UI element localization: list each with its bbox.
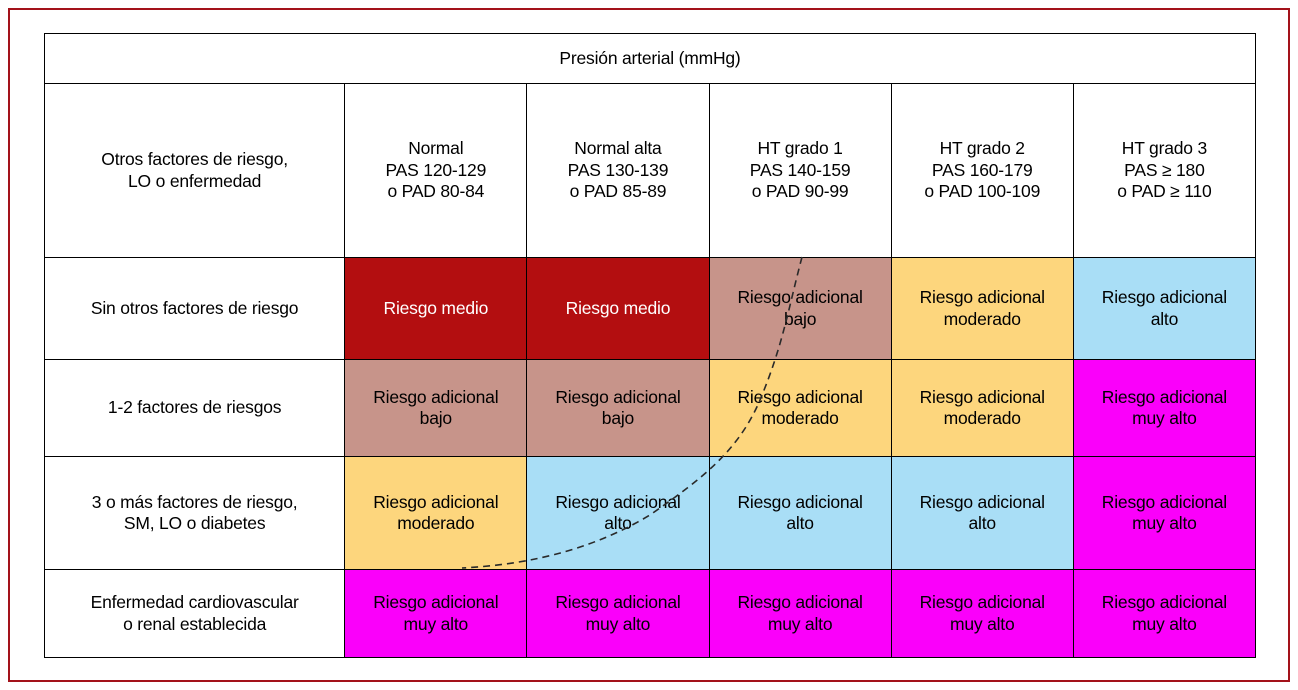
risk-cell: Riesgo adicional alto (1072, 257, 1257, 360)
row-label: 3 o más factores de riesgo, SM, LO o dia… (43, 456, 346, 570)
row-label: Enfermedad cardiovascular o renal establ… (43, 569, 346, 658)
risk-cell: Riesgo adicional moderado (344, 456, 528, 570)
risk-cell: Riesgo adicional muy alto (1072, 456, 1257, 570)
table-row: 3 o más factores de riesgo, SM, LO o dia… (43, 456, 1257, 570)
col-header-ht-grado-3: HT grado 3 PAS ≥ 180 o PAD ≥ 110 (1072, 83, 1257, 258)
risk-cell: Riesgo adicional muy alto (526, 569, 710, 658)
table-title: Presión arterial (mmHg) (44, 33, 1256, 84)
risk-table: Presión arterial (mmHg) Otros factores d… (43, 33, 1257, 658)
risk-cell: Riesgo adicional muy alto (344, 569, 528, 658)
risk-cell: Riesgo adicional alto (890, 456, 1074, 570)
risk-cell: Riesgo adicional bajo (344, 359, 528, 457)
corner-header: Otros factores de riesgo, LO o enfermeda… (43, 83, 346, 258)
risk-cell: Riesgo medio (526, 257, 710, 360)
table-row: Enfermedad cardiovascular o renal establ… (43, 569, 1257, 658)
risk-cell: Riesgo adicional muy alto (1072, 359, 1257, 457)
risk-cell: Riesgo medio (344, 257, 528, 360)
risk-cell: Riesgo adicional moderado (708, 359, 892, 457)
table-row: Sin otros factores de riesgo Riesgo medi… (43, 257, 1257, 360)
row-label: Sin otros factores de riesgo (43, 257, 346, 360)
col-header-ht-grado-1: HT grado 1 PAS 140-159 o PAD 90-99 (708, 83, 892, 258)
col-header-ht-grado-2: HT grado 2 PAS 160-179 o PAD 100-109 (890, 83, 1074, 258)
risk-cell: Riesgo adicional alto (526, 456, 710, 570)
risk-cell: Riesgo adicional moderado (890, 359, 1074, 457)
risk-cell: Riesgo adicional moderado (890, 257, 1074, 360)
table-row: 1-2 factores de riesgos Riesgo adicional… (43, 359, 1257, 457)
risk-cell: Riesgo adicional alto (708, 456, 892, 570)
risk-cell: Riesgo adicional muy alto (890, 569, 1074, 658)
col-header-normal: Normal PAS 120-129 o PAD 80-84 (344, 83, 528, 258)
col-header-normal-alta: Normal alta PAS 130-139 o PAD 85-89 (526, 83, 710, 258)
risk-cell: Riesgo adicional bajo (526, 359, 710, 457)
risk-cell: Riesgo adicional muy alto (1072, 569, 1257, 658)
risk-cell: Riesgo adicional muy alto (708, 569, 892, 658)
row-label: 1-2 factores de riesgos (43, 359, 346, 457)
risk-cell: Riesgo adicional bajo (708, 257, 892, 360)
